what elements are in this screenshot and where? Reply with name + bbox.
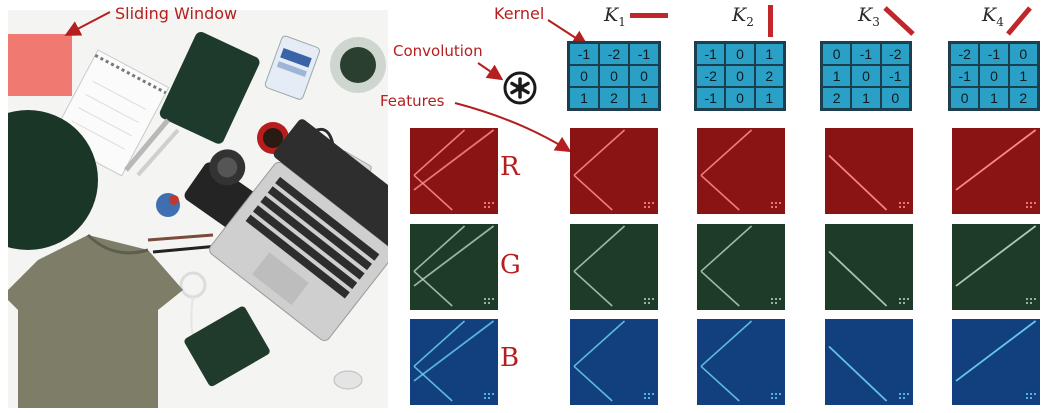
feature-map-g-3 [825, 224, 913, 310]
convolution-label: Convolution [393, 42, 483, 60]
kernel-cell: 2 [599, 87, 629, 109]
feature-map-r-1 [570, 128, 658, 214]
vertical-edge-icon [768, 5, 773, 37]
kernel-cell: 1 [754, 87, 784, 109]
kernel-cell: 1 [1008, 65, 1038, 87]
sliding-window-label: Sliding Window [115, 4, 238, 23]
kernel-cell: -2 [880, 43, 910, 65]
kernel-cell: -2 [599, 43, 629, 65]
kernel-cell: 2 [754, 65, 784, 87]
kernel-label: Kernel [494, 4, 545, 23]
feature-map-b-4 [952, 319, 1040, 405]
kernel-cell: -1 [696, 87, 726, 109]
feature-map-r-4 [952, 128, 1040, 214]
kernel-cell: -2 [696, 65, 726, 87]
kernel-cell: -1 [950, 65, 980, 87]
kernel-cell: 1 [822, 65, 852, 87]
kernel-cell: -1 [851, 43, 881, 65]
kernel-cell: -1 [569, 43, 599, 65]
features-label: Features [380, 92, 445, 110]
feature-map-g-1 [570, 224, 658, 310]
feature-map-b-3 [825, 319, 913, 405]
channel-label-r: R [500, 152, 520, 182]
kernel-3-label: K3 [858, 4, 880, 29]
feature-map-r-3 [825, 128, 913, 214]
input-photo [8, 10, 388, 408]
feature-map-g-0 [410, 224, 498, 310]
horizontal-edge-icon [630, 13, 668, 18]
kernel-cell: 0 [880, 87, 910, 109]
convolution-symbol [503, 71, 537, 105]
kernel-cell: 0 [725, 43, 755, 65]
diagonal-up-edge-icon [1006, 6, 1032, 36]
sliding-window-box [8, 34, 72, 96]
kernel-1-label: K1 [604, 4, 626, 29]
feature-map-r-0 [410, 128, 498, 214]
kernel-4-label: K4 [982, 4, 1004, 29]
kernel-cell: 1 [569, 87, 599, 109]
feature-map-b-1 [570, 319, 658, 405]
feature-map-g-2 [697, 224, 785, 310]
kernel-cell: 0 [725, 65, 755, 87]
diagonal-down-edge-icon [883, 6, 915, 36]
kernel-cell: 1 [979, 87, 1009, 109]
feature-map-r-2 [697, 128, 785, 214]
feature-map-b-0 [410, 319, 498, 405]
kernel-2-label: K2 [732, 4, 754, 29]
kernel-cell: 0 [950, 87, 980, 109]
kernel-cell: -1 [880, 65, 910, 87]
kernel-cell: 0 [979, 65, 1009, 87]
feature-map-g-4 [952, 224, 1040, 310]
kernel-cell: -1 [629, 43, 659, 65]
kernel-cell: 0 [599, 65, 629, 87]
channel-label-b: B [500, 343, 520, 373]
kernel-cell: 1 [851, 87, 881, 109]
kernel-cell: 2 [822, 87, 852, 109]
feature-map-b-2 [697, 319, 785, 405]
kernel-cell: 0 [1008, 43, 1038, 65]
kernel-cell: 0 [822, 43, 852, 65]
kernel-cell: 0 [569, 65, 599, 87]
kernel-cell: 0 [851, 65, 881, 87]
kernel-cell: 0 [725, 87, 755, 109]
kernel-cell: -1 [696, 43, 726, 65]
kernel-cell: 2 [1008, 87, 1038, 109]
kernel-cell: -2 [950, 43, 980, 65]
kernel-cell: -1 [979, 43, 1009, 65]
kernel-cell: 1 [629, 87, 659, 109]
channel-label-g: G [500, 250, 521, 280]
kernel-cell: 1 [754, 43, 784, 65]
kernel-cell: 0 [629, 65, 659, 87]
